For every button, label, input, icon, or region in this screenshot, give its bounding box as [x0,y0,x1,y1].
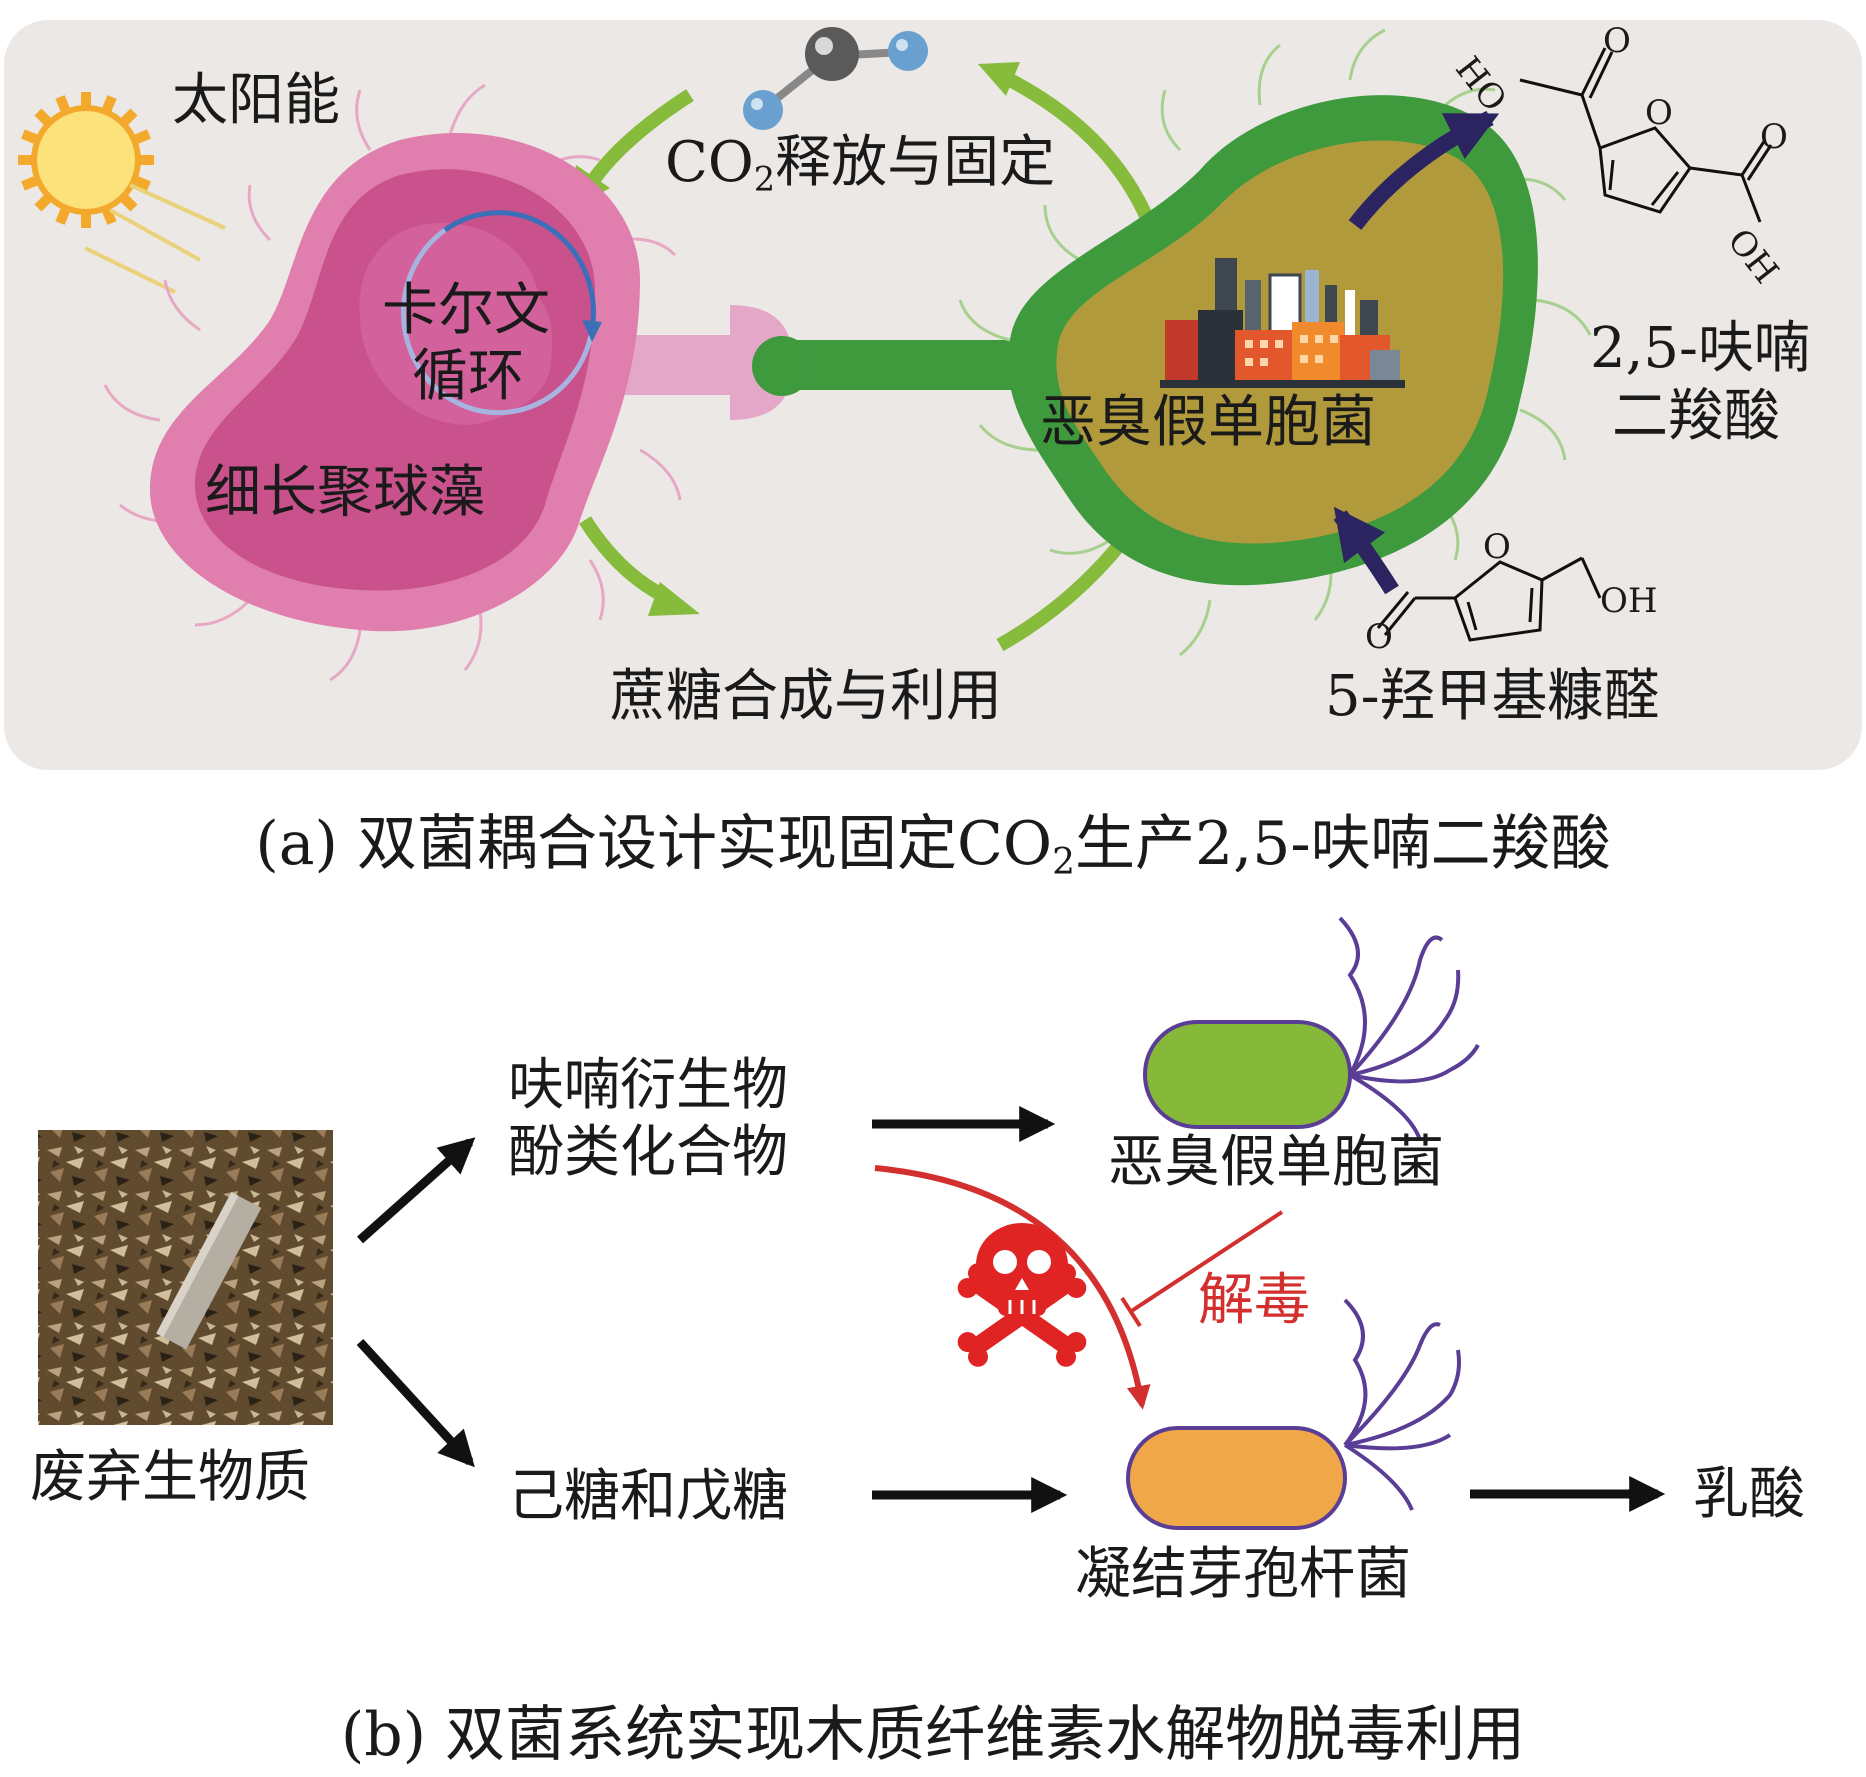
biomass-label: 废弃生物质 [30,1447,310,1510]
sugars-label: 己糖和戊糖 [508,1466,788,1529]
caption-b: (b) 双菌系统实现木质纤维素水解物脱毒利用 [0,1686,1866,1773]
co2-label: CO2释放与固定 [665,132,1055,198]
fdca-atom-o-ring: O [1645,94,1673,132]
fdca-structure-icon [1520,48,1771,222]
skull-crossbones-icon [954,1223,1090,1371]
sucrose-label: 蔗糖合成与利用 [610,666,1002,729]
hmf-atom-oh: OH [1600,582,1658,620]
algae-label: 细长聚球藻 [205,462,485,525]
sun-label: 太阳能 [172,70,340,133]
bacterium-icon [1145,918,1478,1140]
furans-label-line1: 呋喃衍生物 [508,1055,788,1118]
pseudomonas-label-b: 恶臭假单胞菌 [1108,1132,1444,1195]
bacillus-label: 凝结芽孢杆菌 [1075,1544,1411,1607]
fdca-label-line1: 2,5-呋喃 [1590,318,1810,381]
hmf-atom-o-ring: O [1483,528,1511,566]
calvin-cycle-label-line1: 卡尔文 [382,280,550,343]
detox-label: 解毒 [1198,1270,1310,1333]
co2-molecule-icon [743,27,928,130]
bacterium-icon [1128,1300,1459,1528]
hmf-structure-icon [1378,558,1600,640]
calvin-cycle-label-line2: 循环 [412,346,524,409]
furans-label-line2: 酚类化合物 [508,1122,788,1185]
biomass-photo [38,1130,333,1425]
caption-a: (a) 双菌耦合设计实现固定CO2生产2,5-呋喃二羧酸 [0,795,1866,883]
pseudomonas-label: 恶臭假单胞菌 [1040,392,1376,455]
hmf-atom-o-aldehyde: O [1365,618,1393,656]
lactic-acid-label: 乳酸 [1693,1464,1805,1527]
fdca-atom-o-top: O [1603,22,1631,60]
fdca-atom-o-right: O [1760,118,1788,156]
fdca-label-line2: 二羧酸 [1612,386,1780,449]
hmf-label: 5-羟甲基糠醛 [1325,666,1660,729]
